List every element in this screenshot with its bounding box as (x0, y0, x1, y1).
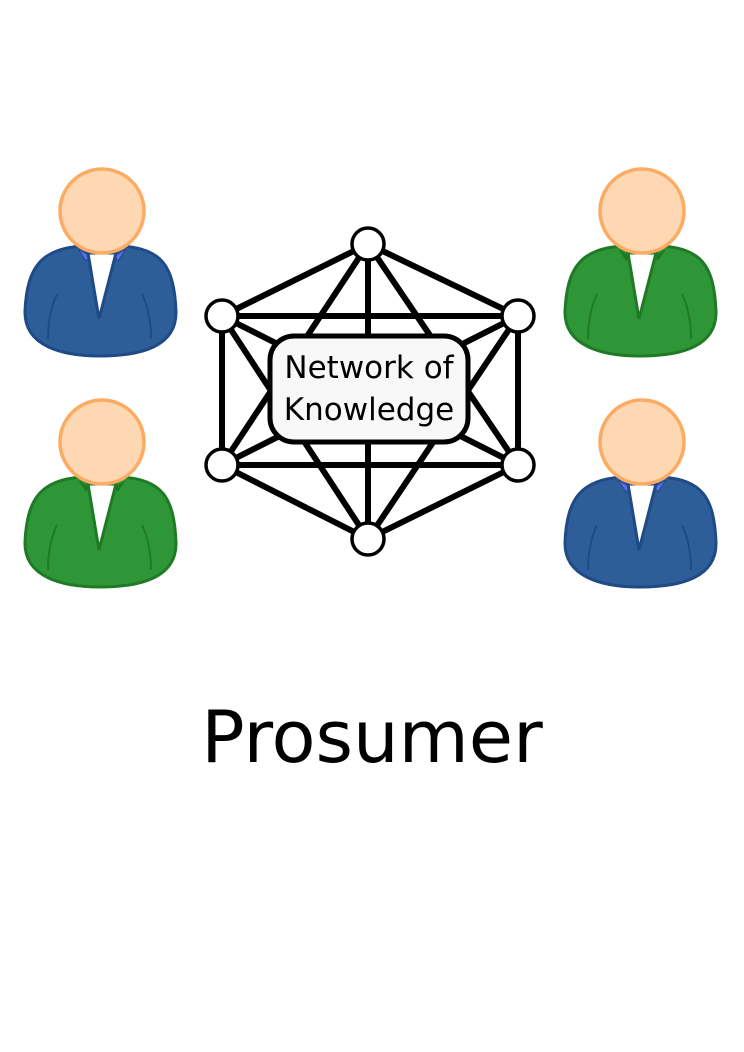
network-node (500, 447, 536, 483)
network-node (350, 226, 386, 262)
person-icon-top-left (23, 167, 178, 358)
network-nodes (204, 226, 536, 557)
person-icon-bottom-right (563, 398, 718, 589)
person-icon-bottom-left (23, 398, 178, 589)
network-label-line2: Knowledge (283, 392, 455, 428)
network-node (204, 298, 240, 334)
diagram-title: Prosumer (201, 695, 543, 779)
person-icon-top-right (563, 167, 718, 358)
network-label-line1: Network of (284, 350, 454, 386)
network-label-box (267, 333, 471, 445)
network-node (350, 521, 386, 557)
network-node (500, 298, 536, 334)
network-node (204, 447, 240, 483)
network-label: Network of Knowledge (270, 336, 468, 442)
